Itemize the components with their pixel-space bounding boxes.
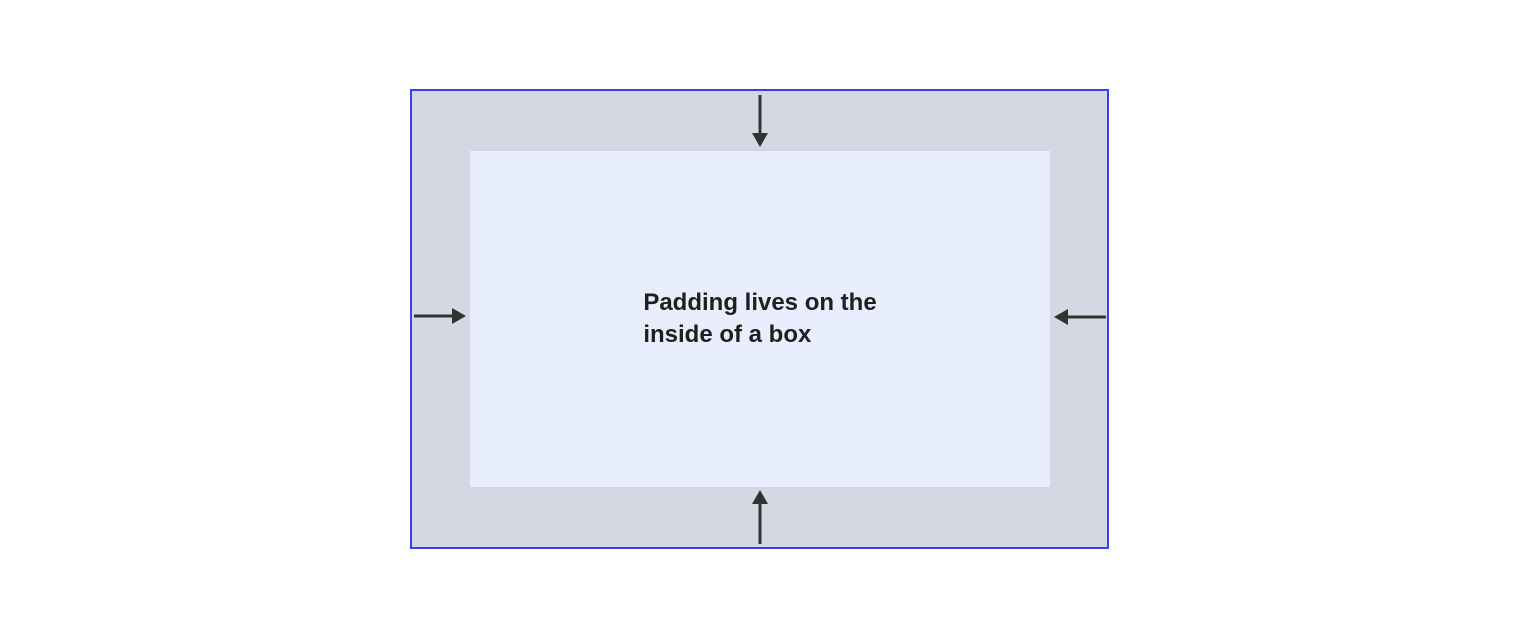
arrow-right-icon: [414, 308, 466, 324]
arrow-left-head: [1054, 309, 1068, 325]
arrow-right-head: [452, 308, 466, 324]
arrow-up-head: [752, 490, 768, 504]
padding-label: Padding lives on the inside of a box: [643, 287, 876, 351]
arrow-left-icon: [1054, 309, 1106, 325]
padding-label-line-1: Padding lives on the: [643, 289, 877, 316]
content-box: Padding lives on the inside of a box: [470, 151, 1050, 487]
padding-label-line-2: inside of a box: [643, 321, 812, 348]
padding-box: Padding lives on the inside of a box: [410, 89, 1109, 549]
arrow-down-icon: [752, 95, 768, 147]
arrow-down-head: [752, 133, 768, 147]
arrow-up-icon: [752, 490, 768, 544]
